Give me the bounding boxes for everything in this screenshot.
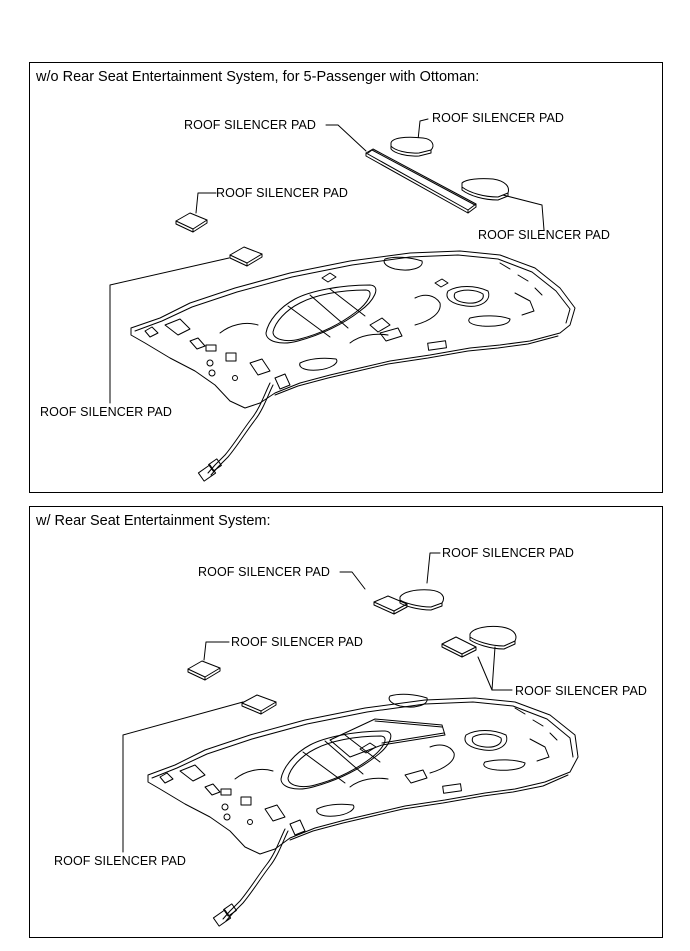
headliner-diagram [30, 507, 664, 939]
leader-line [427, 553, 440, 583]
leader-line [492, 647, 495, 690]
roof-silencer-pad [242, 695, 276, 714]
roof-silencer-pad [366, 149, 476, 213]
leader-line [478, 657, 512, 690]
headliner-body [131, 251, 575, 408]
panel-title: w/o Rear Seat Entertainment System, for … [36, 69, 480, 85]
roof-silencer-pad-label: ROOF SILENCER PAD [478, 228, 611, 242]
roof-silencer-pad [442, 637, 476, 657]
roof-silencer-pad-label: ROOF SILENCER PAD [432, 111, 565, 125]
roof-silencer-pad [462, 179, 508, 200]
wire-harness [198, 383, 273, 481]
panel-title: w/ Rear Seat Entertainment System: [36, 513, 271, 529]
roof-silencer-pad-label: ROOF SILENCER PAD [231, 635, 364, 649]
leader-line [418, 119, 428, 140]
diagram-panel-without-rse: w/o Rear Seat Entertainment System, for … [29, 62, 663, 493]
roof-silencer-pad-label: ROOF SILENCER PAD [216, 186, 349, 200]
roof-silencer-pad [470, 626, 516, 649]
roof-silencer-pad-label: ROOF SILENCER PAD [515, 684, 648, 698]
roof-silencer-pad [230, 247, 262, 266]
roof-silencer-pad-label: ROOF SILENCER PAD [40, 405, 173, 419]
leader-line [326, 125, 366, 151]
leader-line [340, 572, 365, 589]
headliner-diagram [30, 63, 664, 494]
roof-silencer-pad-label: ROOF SILENCER PAD [184, 118, 317, 132]
diagram-panel-with-rse: w/ Rear Seat Entertainment System: [29, 506, 663, 938]
roof-silencer-pad-label: ROOF SILENCER PAD [54, 854, 187, 868]
roof-silencer-pad-label: ROOF SILENCER PAD [442, 546, 575, 560]
roof-silencer-pad-label: ROOF SILENCER PAD [198, 565, 331, 579]
roof-silencer-pad [391, 137, 433, 156]
roof-silencer-pad [400, 590, 444, 610]
leader-line [495, 193, 544, 230]
roof-silencer-pad [188, 661, 220, 680]
wire-harness [213, 829, 288, 926]
leader-line [123, 702, 243, 852]
leader-line [204, 642, 229, 660]
roof-silencer-pad [176, 213, 207, 232]
headliner-body [148, 694, 578, 854]
leader-line [110, 258, 229, 403]
leader-line [196, 193, 216, 213]
